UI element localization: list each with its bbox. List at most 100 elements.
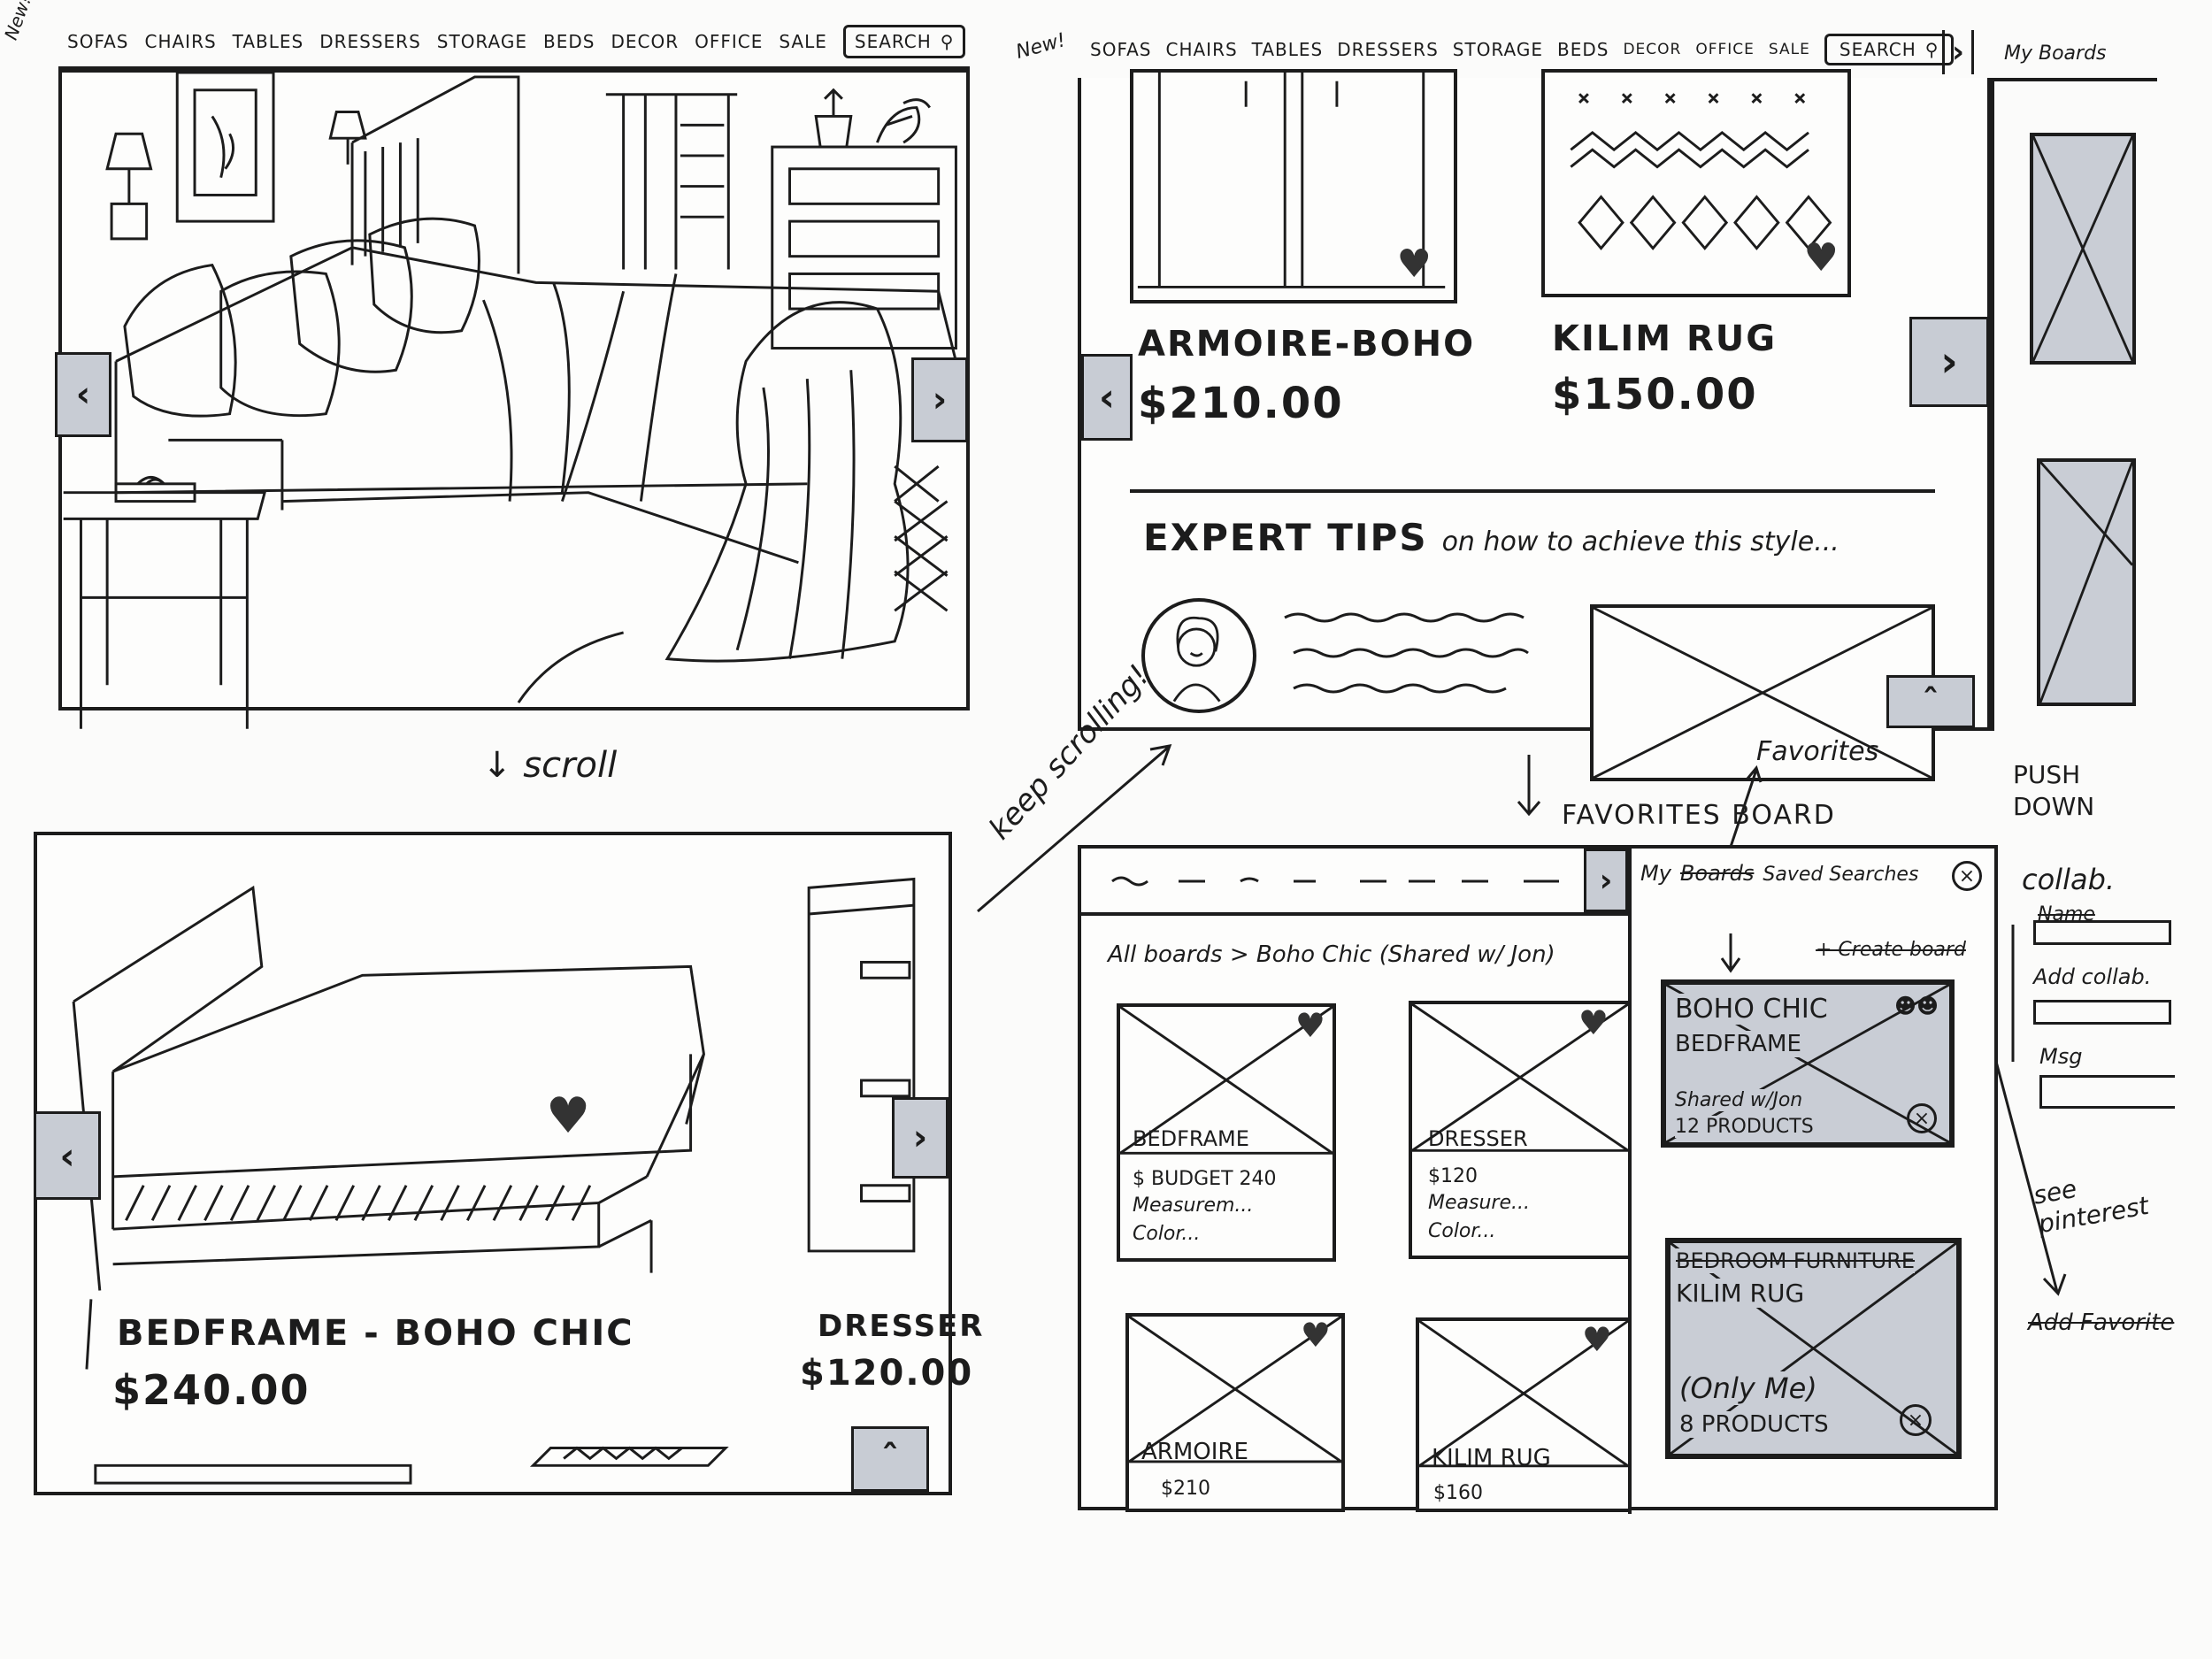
nav-item-chairs[interactable]: CHAIRS: [144, 31, 217, 52]
card-detail: Color...: [1133, 1223, 1201, 1245]
keep-scrolling-arrow-icon: [977, 744, 1172, 913]
favorite-card-bedframe[interactable]: ♥ BEDFRAME $ BUDGET 240 Measurem... Colo…: [1117, 1003, 1336, 1262]
card-detail: Measurem...: [1133, 1194, 1254, 1217]
hero-next-button[interactable]: ›: [911, 357, 968, 442]
msg-annotation: Msg: [2039, 1044, 2083, 1069]
sidebar-collapse-button[interactable]: ›: [1584, 849, 1628, 912]
nav-item-chairs[interactable]: CHAIRS: [1165, 39, 1238, 60]
nav-bar-2: SOFAS CHAIRS TABLES DRESSERS STORAGE BED…: [1090, 34, 1955, 65]
nav-item-dressers[interactable]: DRESSERS: [319, 31, 421, 52]
search-icon: ⚲: [1924, 39, 1939, 60]
scroll-annotation: ↓ scroll: [482, 745, 618, 786]
card-detail: $160: [1433, 1482, 1483, 1504]
nav-item-storage[interactable]: STORAGE: [1452, 39, 1543, 60]
add-favorite-annotation: Add Favorite: [2028, 1310, 2175, 1336]
bedframe-prev-button[interactable]: ‹: [34, 1111, 101, 1200]
card-detail: $210: [1161, 1478, 1210, 1500]
nav-item-decor[interactable]: DECOR: [611, 31, 680, 52]
sidebar-board-thumb[interactable]: [2030, 133, 2136, 365]
card-name: KILIM RUG: [1432, 1445, 1551, 1471]
nav-item-office[interactable]: OFFICE: [1695, 41, 1755, 58]
collaborators-icon: ☻☻: [1893, 994, 1939, 1018]
new-label-2: New!: [1013, 29, 1069, 64]
favorites-annotation: Favorites: [1756, 736, 1879, 767]
favorite-heart-icon[interactable]: ♥: [1300, 1316, 1331, 1355]
board-share: Shared w/Jon: [1675, 1089, 1803, 1111]
board-card-boho-chic[interactable]: BOHO CHIC ☻☻ BEDFRAME Shared w/Jon 12 PR…: [1661, 979, 1955, 1148]
favorite-heart-icon[interactable]: ♥: [1803, 235, 1839, 280]
nav-item-storage[interactable]: STORAGE: [436, 31, 527, 52]
create-board-button[interactable]: + Create board: [1816, 939, 1966, 961]
nav-item-sale[interactable]: SALE: [1768, 41, 1810, 58]
nav-item-sofas[interactable]: SOFAS: [1090, 39, 1152, 60]
nav-item-tables[interactable]: TABLES: [232, 31, 304, 52]
carousel-next-button[interactable]: ›: [1909, 317, 1989, 407]
expert-tips-heading: EXPERT TIPS on how to achieve this style…: [1143, 516, 1839, 559]
push-down-annotation: PUSH DOWN: [2013, 760, 2095, 821]
collab-name-label: Name: [2038, 903, 2095, 926]
favorite-card-armoire[interactable]: ♥ ARMOIRE $210: [1125, 1313, 1345, 1512]
tips-text-lines: [1284, 612, 1529, 694]
sidebar-tab-my[interactable]: My: [1640, 861, 1671, 886]
collab-name-field[interactable]: Name: [2033, 903, 2171, 945]
product-price-dresser: $120.00: [800, 1353, 974, 1394]
search-label: SEARCH: [854, 31, 932, 52]
board-count: 8 PRODUCTS: [1679, 1411, 1829, 1438]
nav-item-dressers[interactable]: DRESSERS: [1337, 39, 1439, 60]
close-icon[interactable]: ×: [1952, 861, 1982, 891]
card-name: BEDFRAME: [1133, 1126, 1249, 1151]
board-title: BOHO CHIC: [1675, 994, 1828, 1025]
delete-board-icon[interactable]: ×: [1900, 1404, 1932, 1436]
nav-item-beds[interactable]: BEDS: [1557, 39, 1609, 60]
board-subtitle: BEDFRAME: [1675, 1031, 1801, 1057]
nav-item-tables[interactable]: TABLES: [1251, 39, 1324, 60]
bedframe-scroll-top-button[interactable]: ˆ: [851, 1426, 929, 1492]
down-arrow-icon: [1517, 755, 1541, 817]
add-collab-field[interactable]: [2033, 1000, 2171, 1025]
bedframe-sketch: [72, 877, 916, 1485]
nav-separator: [1081, 912, 1628, 916]
sidebar-toggle-button[interactable]: ›: [1942, 30, 1974, 74]
favorite-card-kilim-rug[interactable]: ♥ KILIM RUG $160: [1416, 1317, 1629, 1512]
product-name-dresser: DRESSER: [818, 1309, 985, 1344]
favorite-heart-icon[interactable]: ♥: [1396, 242, 1432, 287]
section-divider: [1130, 489, 1935, 493]
sidebar-tab-boards[interactable]: Boards: [1679, 861, 1755, 886]
nav-item-sofas[interactable]: SOFAS: [67, 31, 129, 52]
board-card-bedroom-furniture[interactable]: BEDROOM FURNITURE KILIM RUG (Only Me) 8 …: [1665, 1238, 1962, 1459]
expert-avatar: [1141, 598, 1256, 713]
favorites-panel-frame: › My Boards Saved Searches × All boards …: [1078, 845, 1998, 1514]
product-name-kilim: KILIM RUG: [1552, 319, 1778, 359]
favorite-heart-icon[interactable]: ♥: [1581, 1320, 1612, 1359]
search-icon: ⚲: [940, 31, 955, 52]
nav-item-sale[interactable]: SALE: [779, 31, 827, 52]
nav-item-office[interactable]: OFFICE: [695, 31, 764, 52]
search-label: SEARCH: [1839, 39, 1916, 60]
my-boards-tab[interactable]: My Boards: [2004, 42, 2107, 65]
nav-item-beds[interactable]: BEDS: [543, 31, 595, 52]
sidebar-tab-saved-searches[interactable]: Saved Searches: [1763, 864, 1919, 886]
add-collab-annotation: Add collab.: [2033, 964, 2152, 989]
delete-board-icon[interactable]: ×: [1907, 1103, 1937, 1133]
down-arrow-icon: [1720, 933, 1741, 973]
favorite-heart-icon[interactable]: ♥: [1578, 1003, 1609, 1042]
scroll-top-button[interactable]: ˆ: [1886, 675, 1975, 728]
nav-item-decor[interactable]: DECOR: [1623, 41, 1682, 58]
sidebar-board-thumb[interactable]: [2037, 458, 2136, 706]
tips-subtitle: on how to achieve this style...: [1441, 526, 1839, 557]
favorite-heart-icon[interactable]: ♥: [1294, 1006, 1325, 1045]
search-box-2[interactable]: SEARCH ⚲: [1824, 34, 1955, 65]
kilim-rug-image[interactable]: ♥: [1541, 69, 1851, 297]
bedframe-next-button[interactable]: ›: [892, 1097, 949, 1179]
armoire-image[interactable]: ♥: [1130, 69, 1457, 303]
breadcrumb[interactable]: All boards > Boho Chic (Shared w/ Jon): [1108, 941, 1555, 968]
carousel-prev-button[interactable]: ‹: [1081, 354, 1133, 441]
product-price-bedframe: $240.00: [112, 1366, 311, 1414]
favorite-heart-icon[interactable]: ♥: [546, 1087, 591, 1145]
msg-field[interactable]: [2039, 1075, 2175, 1109]
card-detail: Measure...: [1428, 1192, 1530, 1214]
search-box-1[interactable]: SEARCH ⚲: [842, 25, 966, 58]
favorite-card-dresser[interactable]: ♥ DRESSER $120 Measure... Color...: [1409, 1001, 1629, 1259]
sidebar-header: My Boards Saved Searches: [1640, 861, 1918, 886]
hero-prev-button[interactable]: ‹: [55, 352, 111, 437]
